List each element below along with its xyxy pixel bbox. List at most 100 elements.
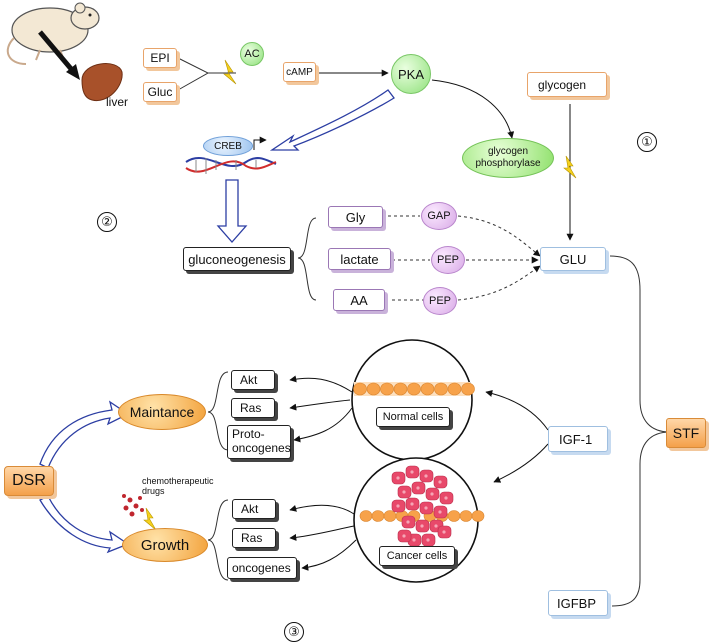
section-2-marker: ② bbox=[97, 212, 117, 232]
growth-node: Growth bbox=[122, 528, 208, 562]
akt-label-2: Akt bbox=[241, 502, 259, 516]
normal-cell bbox=[407, 382, 421, 396]
dna-icon bbox=[185, 156, 277, 174]
lightning-icon bbox=[223, 59, 237, 85]
akt-label-1: Akt bbox=[240, 373, 258, 387]
dsr-label: DSR bbox=[12, 472, 46, 489]
gluc-box: Gluc bbox=[143, 82, 177, 102]
lightning-icon bbox=[563, 155, 577, 179]
epi-label: EPI bbox=[150, 51, 170, 65]
ras-box-1: Ras bbox=[231, 398, 275, 418]
growth-label: Growth bbox=[140, 536, 190, 554]
normal-cell bbox=[380, 382, 394, 396]
blue-arrow bbox=[39, 400, 130, 469]
normal-cell bbox=[420, 382, 435, 396]
blue-arrow bbox=[269, 89, 395, 151]
gap-node: GAP bbox=[421, 202, 457, 230]
creb-label: CREB bbox=[214, 140, 242, 152]
ras-label-2: Ras bbox=[241, 531, 263, 545]
normal-cell bbox=[447, 382, 462, 396]
normal-cell bbox=[371, 510, 385, 522]
aa-label: AA bbox=[350, 292, 368, 308]
gluc-label: Gluc bbox=[147, 85, 173, 99]
section-1-marker: ① bbox=[637, 132, 657, 152]
normal-cell bbox=[383, 510, 397, 522]
gluconeogenesis-box: gluconeogenesis bbox=[183, 247, 291, 271]
maintance-label: Maintance bbox=[129, 404, 195, 420]
blue-arrow bbox=[216, 179, 248, 243]
section-1-label: ① bbox=[641, 134, 653, 149]
glu-box: GLU bbox=[540, 247, 606, 271]
camp-label: cAMP bbox=[286, 66, 313, 78]
camp-box: cAMP bbox=[283, 62, 316, 82]
pep-label-2: PEP bbox=[428, 295, 451, 307]
cancer-cells-label: Cancer cells bbox=[386, 550, 448, 562]
igfbp-label: IGFBP bbox=[557, 595, 597, 611]
aa-box: AA bbox=[333, 289, 385, 311]
pka-node: PKA bbox=[391, 54, 431, 94]
igfbp-box: IGFBP bbox=[548, 590, 608, 616]
mouse-icon bbox=[6, 2, 100, 65]
chemo-drugs-label: chemotherapeutic drugs bbox=[142, 476, 214, 497]
stf-box: STF bbox=[666, 418, 706, 448]
normal-cell bbox=[447, 510, 461, 522]
pka-label: PKA bbox=[397, 66, 424, 82]
normal-cells-label: Normal cells bbox=[382, 411, 444, 423]
gap-label: GAP bbox=[427, 210, 451, 222]
section-3-marker: ③ bbox=[284, 622, 304, 642]
gly-label: Gly bbox=[345, 209, 366, 225]
section-3-label: ③ bbox=[288, 624, 300, 639]
pep-label-1: PEP bbox=[436, 254, 459, 266]
drug-dots-icon bbox=[122, 494, 144, 517]
lactate-box: lactate bbox=[328, 248, 391, 270]
akt-box-1: Akt bbox=[231, 370, 275, 390]
ac-label: AC bbox=[244, 48, 260, 60]
pep-node-2: PEP bbox=[423, 287, 457, 315]
normal-cells-row bbox=[353, 382, 475, 396]
glycogen-phosphorylase-label: glycogen phosphorylase bbox=[475, 146, 541, 169]
gluconeogenesis-label: gluconeogenesis bbox=[188, 251, 286, 267]
ras-box-2: Ras bbox=[232, 528, 276, 548]
proto-oncogenes-label: Proto- oncogenes bbox=[232, 427, 291, 455]
normal-cell bbox=[434, 382, 448, 396]
oncogenes-box: oncogenes bbox=[227, 557, 297, 579]
blue-arrow bbox=[39, 495, 130, 554]
oncogenes-label: oncogenes bbox=[232, 561, 291, 575]
cancer-cells-cluster bbox=[359, 465, 485, 547]
lightning-icon bbox=[143, 507, 157, 531]
glu-label: GLU bbox=[559, 251, 587, 267]
normal-cell bbox=[393, 382, 408, 396]
igf1-label: IGF-1 bbox=[559, 431, 593, 447]
normal-cell bbox=[471, 510, 485, 522]
lactate-label: lactate bbox=[340, 251, 379, 267]
ras-label-1: Ras bbox=[240, 401, 262, 415]
igf1-box: IGF-1 bbox=[548, 426, 608, 452]
maintance-node: Maintance bbox=[118, 394, 206, 430]
proto-oncogenes-box: Proto- oncogenes bbox=[227, 425, 291, 459]
liver-label: liver bbox=[106, 95, 129, 109]
liver-icon bbox=[81, 63, 123, 102]
epi-box: EPI bbox=[143, 48, 177, 68]
ac-node: AC bbox=[240, 42, 264, 66]
creb-node: CREB bbox=[203, 136, 253, 156]
cancer-cells-box: Cancer cells bbox=[379, 546, 455, 566]
stf-label: STF bbox=[672, 425, 700, 441]
normal-cells-circle bbox=[351, 339, 473, 461]
normal-cell bbox=[353, 382, 367, 396]
normal-cells-box: Normal cells bbox=[376, 407, 450, 427]
normal-cell bbox=[359, 510, 373, 522]
glycogen-box: glycogen bbox=[527, 72, 607, 97]
gly-box: Gly bbox=[328, 206, 383, 228]
normal-cell bbox=[366, 382, 381, 396]
glycogen-phosphorylase-node: glycogen phosphorylase bbox=[462, 138, 554, 178]
glycogen-label: glycogen bbox=[538, 77, 587, 92]
mouse-to-liver-arrow bbox=[38, 30, 74, 72]
dsr-box: DSR bbox=[4, 466, 54, 496]
akt-box-2: Akt bbox=[232, 499, 276, 519]
pep-node-1: PEP bbox=[431, 246, 465, 274]
normal-cell bbox=[461, 382, 475, 396]
normal-cell bbox=[459, 510, 473, 522]
section-2-label: ② bbox=[101, 214, 113, 229]
